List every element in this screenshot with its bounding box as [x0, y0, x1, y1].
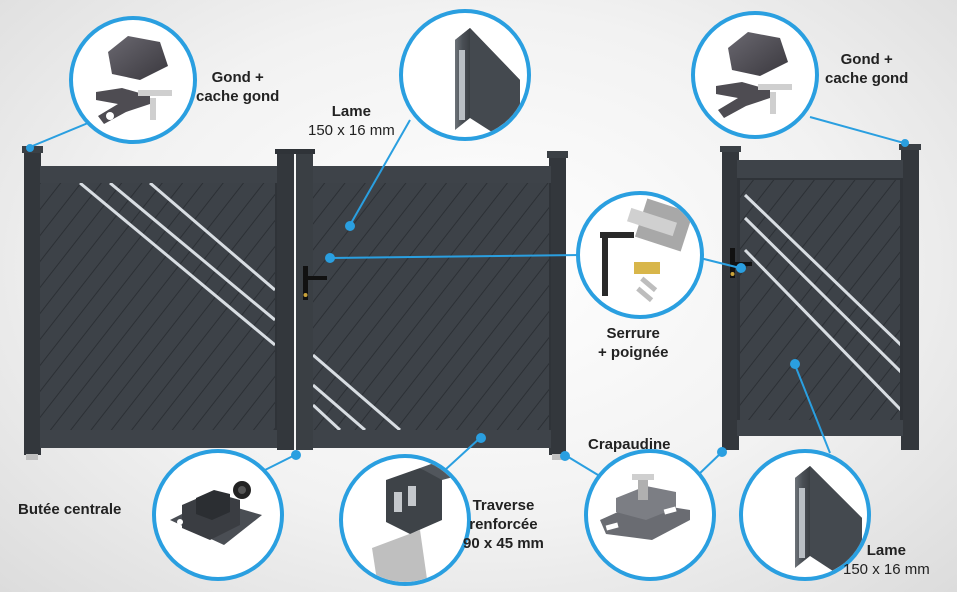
label-butee-text: Butée centrale	[18, 501, 122, 518]
callout-lame-bottom	[739, 449, 871, 581]
label-crapaudine: Crapaudine	[588, 435, 671, 454]
label-lame-top-line2: 150 x 16 mm	[308, 122, 395, 139]
double-gate	[22, 146, 568, 460]
hinge-and-cap-icon	[716, 32, 792, 118]
callout-crapaudine	[584, 449, 716, 581]
callout-lame-top	[399, 9, 531, 141]
label-traverse-line3: 90 x 45 mm	[463, 535, 544, 552]
label-traverse: Traverse renforcée 90 x 45 mm	[463, 496, 544, 553]
label-gond-right-line1: Gond +	[840, 51, 893, 68]
callout-gond-left	[69, 16, 197, 144]
left-post	[24, 150, 41, 455]
single-gate	[720, 144, 921, 450]
label-crapaudine-text: Crapaudine	[588, 436, 671, 453]
gate-handle	[303, 266, 308, 300]
callout-butee	[152, 449, 284, 581]
right-post	[549, 155, 566, 455]
hinge-and-cap-icon	[96, 36, 172, 124]
label-gond-left: Gond + cache gond	[196, 68, 279, 106]
label-lame-bottom-line1: Lame	[866, 542, 906, 559]
label-lame-bottom: Lame 150 x 16 mm	[843, 541, 930, 579]
label-lame-bottom-line2: 150 x 16 mm	[843, 561, 930, 578]
lock-and-handle-icon	[600, 198, 694, 303]
label-serrure-line1: Serrure	[606, 325, 660, 342]
label-serrure: Serrure + poignée	[598, 324, 668, 362]
callout-gond-right	[691, 11, 819, 139]
central-stop-icon	[170, 481, 262, 546]
label-traverse-line1: Traverse	[472, 497, 535, 514]
callout-serrure	[576, 191, 704, 319]
label-serrure-line2: + poignée	[598, 344, 669, 361]
label-traverse-line2: renforcée	[469, 516, 538, 533]
callout-traverse	[339, 454, 471, 586]
slat-profile-icon	[455, 28, 520, 137]
label-gond-left-line2: cache gond	[196, 88, 280, 105]
label-lame-top-line1: Lame	[331, 103, 371, 120]
label-gond-left-line1: Gond +	[211, 69, 264, 86]
label-lame-top: Lame 150 x 16 mm	[308, 102, 395, 140]
pivot-socket-icon	[600, 474, 690, 540]
callout-lines	[26, 116, 909, 476]
label-butee: Butée centrale	[18, 500, 121, 519]
label-gond-right: Gond + cache gond	[825, 50, 908, 88]
label-gond-right-line2: cache gond	[825, 70, 909, 87]
